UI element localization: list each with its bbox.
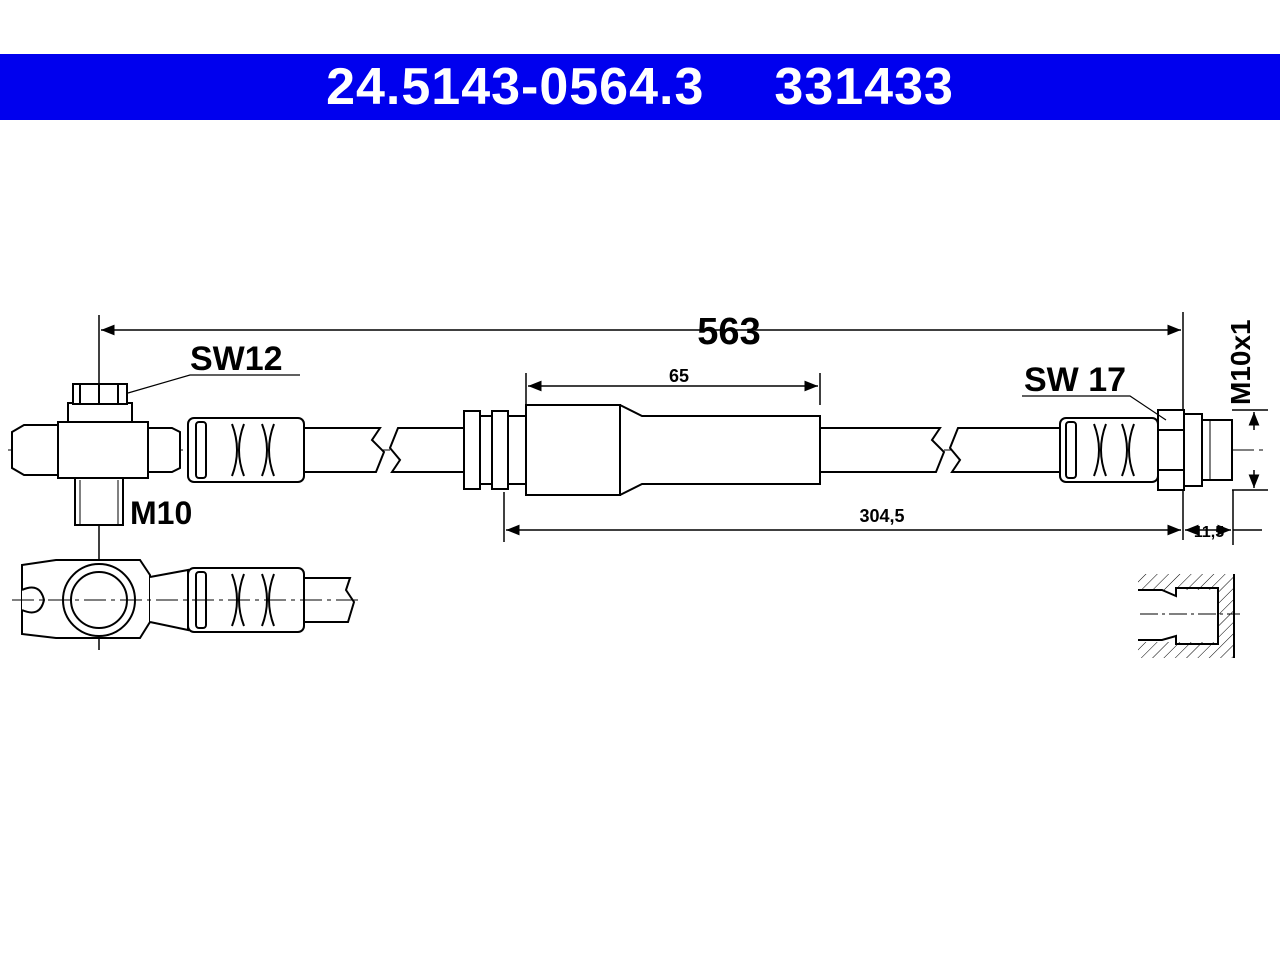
section-detail bbox=[1138, 574, 1240, 658]
hose-segment-right bbox=[819, 427, 1063, 473]
dimension-sleeve bbox=[525, 373, 821, 405]
label-left-thread: M10 bbox=[130, 495, 192, 531]
hose-segment-left bbox=[303, 427, 386, 473]
label-sleeve-to-end: 304,5 bbox=[859, 506, 904, 526]
label-thread-length: 11,5 bbox=[1194, 524, 1224, 541]
hose-segment-mid bbox=[388, 427, 466, 473]
middle-sleeve bbox=[463, 404, 821, 496]
label-sleeve-length: 65 bbox=[669, 366, 689, 386]
left-banjo-fitting bbox=[11, 383, 181, 526]
part-number: 24.5143-0564.3 bbox=[326, 58, 705, 116]
label-right-thread: M10x1 bbox=[1225, 319, 1256, 405]
label-overall-length: 563 bbox=[697, 311, 760, 353]
right-hex-nut bbox=[1157, 409, 1233, 491]
label-left-wrench: SW12 bbox=[190, 340, 283, 378]
leader-lines bbox=[127, 374, 1167, 421]
ref-number: 331433 bbox=[774, 58, 954, 116]
header-bar: 24.5143-0564.3 331433 bbox=[0, 54, 1280, 120]
left-crimp-sleeve bbox=[187, 417, 305, 483]
dimension-thread bbox=[1185, 490, 1262, 545]
dimension-thread-dia bbox=[1232, 409, 1268, 491]
right-crimp-sleeve bbox=[1059, 417, 1159, 483]
label-right-wrench: SW 17 bbox=[1024, 361, 1126, 399]
dimension-304 bbox=[503, 492, 1181, 542]
left-banjo-side-view bbox=[21, 559, 356, 639]
